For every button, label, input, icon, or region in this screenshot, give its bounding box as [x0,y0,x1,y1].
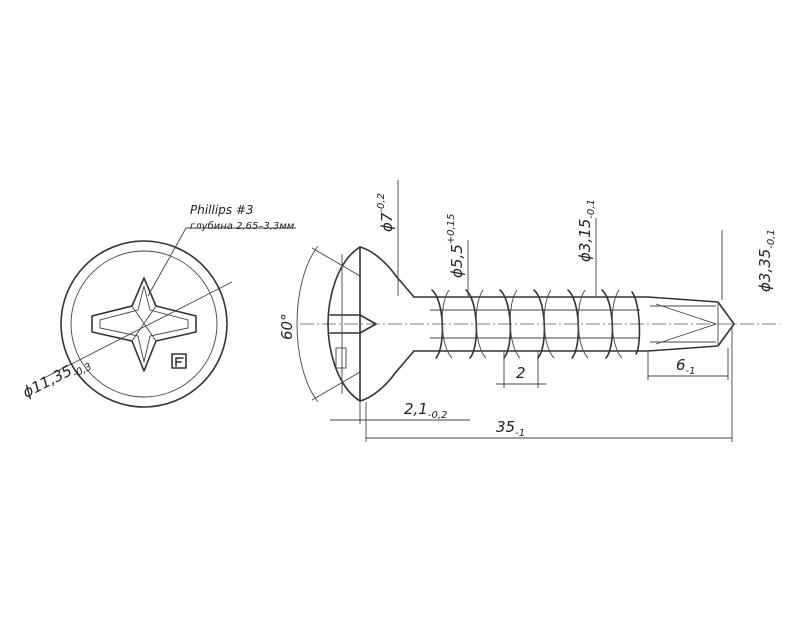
head-height-label: 2,1-0,2 [404,400,447,421]
total-length-label: 35-1 [496,418,525,439]
countersink-angle-label: 60° [278,313,296,340]
manufacturer-mark-icon [171,353,187,369]
thread-outer-diameter-label: ϕ5,5+0,15 [446,214,466,278]
head-outline-circle [60,240,228,408]
screw-side-view [300,246,780,402]
drill-diameter-label: ϕ3,35-0,1 [756,229,777,292]
dimension-lines [296,180,733,442]
phillips-cross-icon [91,277,197,372]
thread-inner-diameter-label: ϕ3,15-0,1 [576,199,597,262]
head-inner-circle [70,250,218,398]
thread-pitch-label: 2 [516,364,526,382]
recess-depth-label: глубина 2,65–3,3мм [190,220,295,232]
drill-point [647,296,735,352]
drill-length-label: 6-1 [676,356,696,377]
thread-turns [431,289,641,359]
phillips-size-label: Phillips #3 [190,203,254,217]
head-top-view [39,227,296,408]
neck-diameter-label: ϕ7-0,2 [376,193,396,232]
head-diameter-label: ϕ11,35-0,3 [20,353,94,405]
